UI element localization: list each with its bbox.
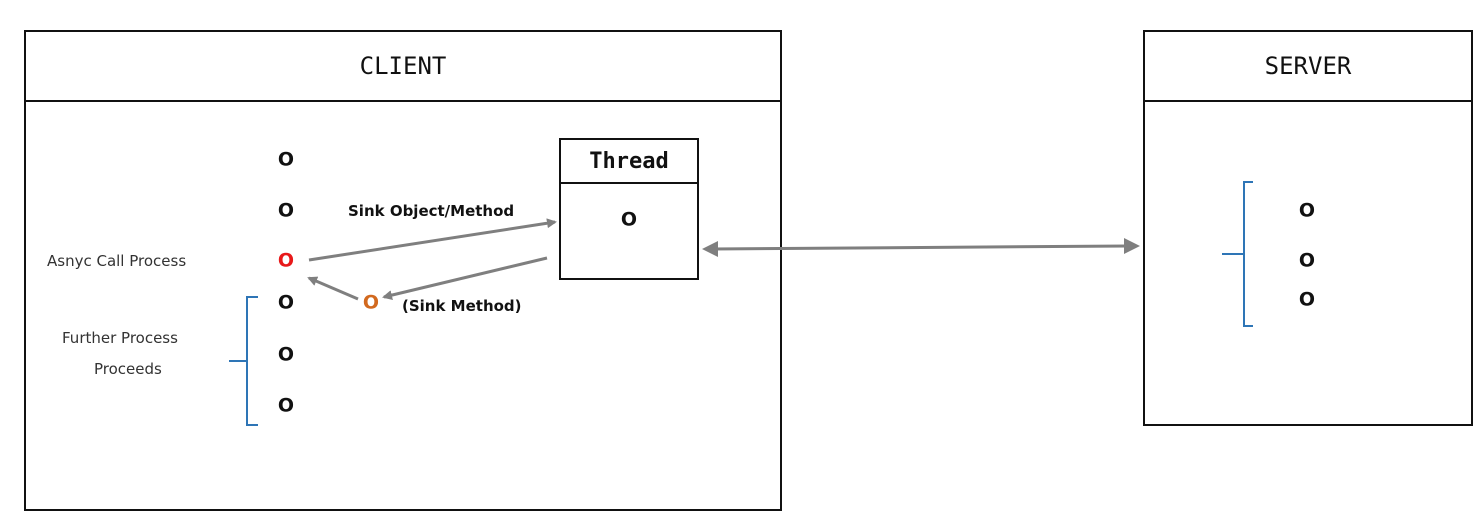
client-step-marker-2: O	[277, 199, 295, 222]
thread-item-marker: O	[620, 208, 638, 231]
thread-box: Thread	[559, 138, 699, 280]
sink-to-client-arrow	[307, 276, 359, 301]
server-item-marker-1: O	[1298, 199, 1316, 222]
server-title: SERVER	[1145, 32, 1471, 102]
client-server-arrow-shaft	[711, 244, 1129, 251]
further-process-label-line1: Further Process	[62, 329, 178, 347]
async-call-marker: O	[277, 249, 295, 272]
client-title: CLIENT	[26, 32, 780, 102]
server-box: SERVER	[1143, 30, 1473, 426]
client-server-arrowhead-left	[702, 241, 718, 257]
thread-title: Thread	[561, 140, 697, 184]
server-bracket	[1222, 181, 1253, 327]
sink-object-method-label: Sink Object/Method	[348, 202, 515, 220]
sink-method-marker: O	[362, 291, 380, 314]
async-call-label: Asnyc Call Process	[47, 252, 187, 270]
client-step-marker-4: O	[277, 291, 295, 314]
thread-return-arrow	[382, 256, 548, 301]
sink-method-label: (Sink Method)	[402, 297, 522, 315]
client-step-marker-5: O	[277, 343, 295, 366]
client-step-marker-6: O	[277, 394, 295, 417]
further-process-label-line2: Proceeds	[94, 360, 162, 378]
further-process-bracket	[229, 296, 258, 426]
client-step-marker-1: O	[277, 148, 295, 171]
server-item-marker-3: O	[1298, 288, 1316, 311]
sink-object-arrow	[308, 218, 557, 262]
client-server-arrowhead-right	[1124, 238, 1140, 254]
server-item-marker-2: O	[1298, 249, 1316, 272]
